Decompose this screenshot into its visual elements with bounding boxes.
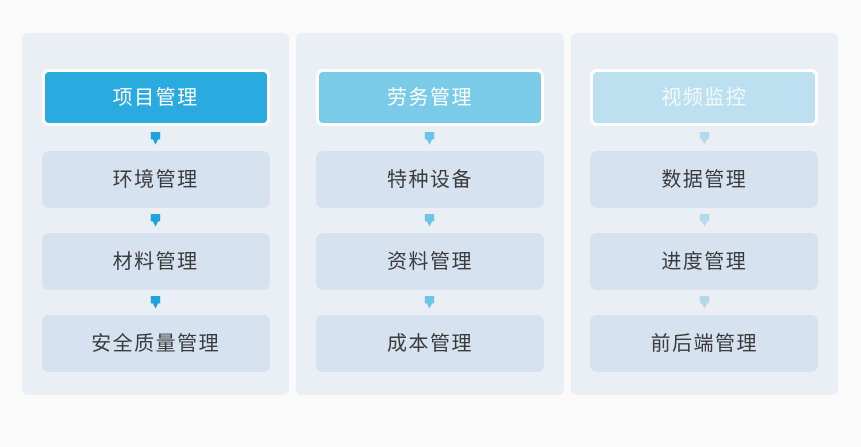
column-panel-labor-management: 劳务管理 特种设备 资料管理 [296, 33, 564, 395]
node-label-2-1: 特种设备 [386, 168, 473, 191]
arrow-down-icon [699, 132, 710, 145]
node-box-1-3[interactable]: 安全质量管理 [41, 315, 270, 372]
node-label-1-1: 环境管理 [112, 168, 199, 191]
node-label-3-2: 进度管理 [661, 250, 748, 273]
arrow-down-icon [150, 296, 161, 309]
connector-2-2 [316, 208, 544, 233]
connector-3-2 [590, 208, 818, 233]
connector-1-1 [42, 126, 270, 151]
node-label-2-3: 成本管理 [386, 332, 473, 355]
node-label-1-3: 安全质量管理 [91, 332, 221, 355]
column-panel-video-surveillance: 视频监控 数据管理 进度管理 [570, 33, 838, 395]
connector-1-2 [42, 208, 270, 233]
node-box-3-3[interactable]: 前后端管理 [590, 315, 819, 372]
column-inner: 视频监控 数据管理 进度管理 [590, 33, 819, 372]
column-header-box-2[interactable]: 劳务管理 [315, 69, 544, 126]
column-header-box-1[interactable]: 项目管理 [41, 69, 270, 126]
connector-2-1 [316, 126, 544, 151]
node-label-2-2: 资料管理 [386, 250, 473, 273]
arrow-down-icon [424, 132, 435, 145]
node-box-3-2[interactable]: 进度管理 [590, 233, 819, 290]
connector-1-3 [42, 290, 270, 315]
arrow-down-icon [150, 214, 161, 227]
node-box-2-1[interactable]: 特种设备 [315, 151, 544, 208]
node-box-1-1[interactable]: 环境管理 [41, 151, 270, 208]
node-label-1-2: 材料管理 [112, 250, 199, 273]
node-label-3-1: 数据管理 [661, 168, 748, 191]
node-box-2-2[interactable]: 资料管理 [315, 233, 544, 290]
column-header-label-2: 劳务管理 [386, 86, 473, 109]
connector-3-3 [590, 290, 818, 315]
node-box-1-2[interactable]: 材料管理 [41, 233, 270, 290]
column-inner: 项目管理 环境管理 材料管理 [41, 33, 270, 372]
column-header-label-1: 项目管理 [112, 86, 199, 109]
connector-3-1 [590, 126, 818, 151]
column-panel-project-management: 项目管理 环境管理 材料管理 [22, 33, 290, 395]
column-inner: 劳务管理 特种设备 资料管理 [315, 33, 544, 372]
column-header-box-3[interactable]: 视频监控 [590, 69, 819, 126]
arrow-down-icon [424, 214, 435, 227]
node-box-3-1[interactable]: 数据管理 [590, 151, 819, 208]
arrow-down-icon [424, 296, 435, 309]
connector-2-3 [316, 290, 544, 315]
arrow-down-icon [699, 296, 710, 309]
node-label-3-3: 前后端管理 [650, 332, 759, 355]
module-structure-diagram: 项目管理 环境管理 材料管理 [22, 33, 838, 395]
node-box-2-3[interactable]: 成本管理 [315, 315, 544, 372]
arrow-down-icon [699, 214, 710, 227]
column-header-label-3: 视频监控 [661, 86, 748, 109]
arrow-down-icon [150, 132, 161, 145]
